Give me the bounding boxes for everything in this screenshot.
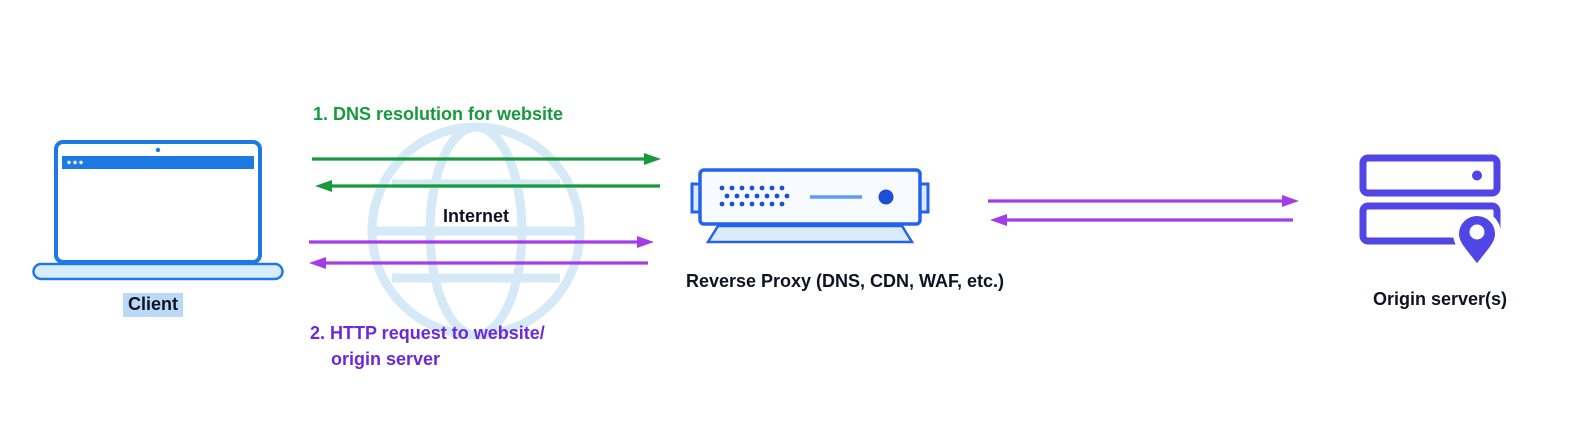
client-label: Client (63, 293, 243, 317)
step2-line2: origin server (331, 349, 441, 369)
client-label-text: Client (122, 293, 183, 317)
step2-annotation: 2. HTTP request to website/ origin serve… (310, 320, 545, 372)
step1-annotation: 1. DNS resolution for website (313, 104, 564, 124)
globe-icon (360, 118, 592, 346)
dns-request-arrow-icon (312, 152, 662, 166)
step2-line1: 2. HTTP request to website/ (310, 323, 545, 343)
origin-to-proxy-arrow-icon (990, 213, 1294, 227)
laptop-icon (32, 140, 284, 282)
server-stack-location-icon (1358, 153, 1514, 273)
proxy-dot-grid (719, 185, 790, 207)
dns-response-arrow-icon (315, 179, 661, 193)
reverse-proxy-label: Reverse Proxy (DNS, CDN, WAF, etc.) (685, 271, 1005, 291)
internet-label: Internet (442, 206, 509, 226)
proxy-server-icon (690, 166, 930, 248)
proxy-to-origin-arrow-icon (988, 194, 1300, 208)
origin-server-label: Origin server(s) (1372, 289, 1508, 309)
proxy-power-dot (878, 189, 894, 205)
http-request-arrow-icon (309, 235, 655, 249)
http-response-arrow-icon (309, 256, 649, 270)
location-pin-icon (1452, 210, 1502, 273)
camera-dot (155, 147, 161, 153)
